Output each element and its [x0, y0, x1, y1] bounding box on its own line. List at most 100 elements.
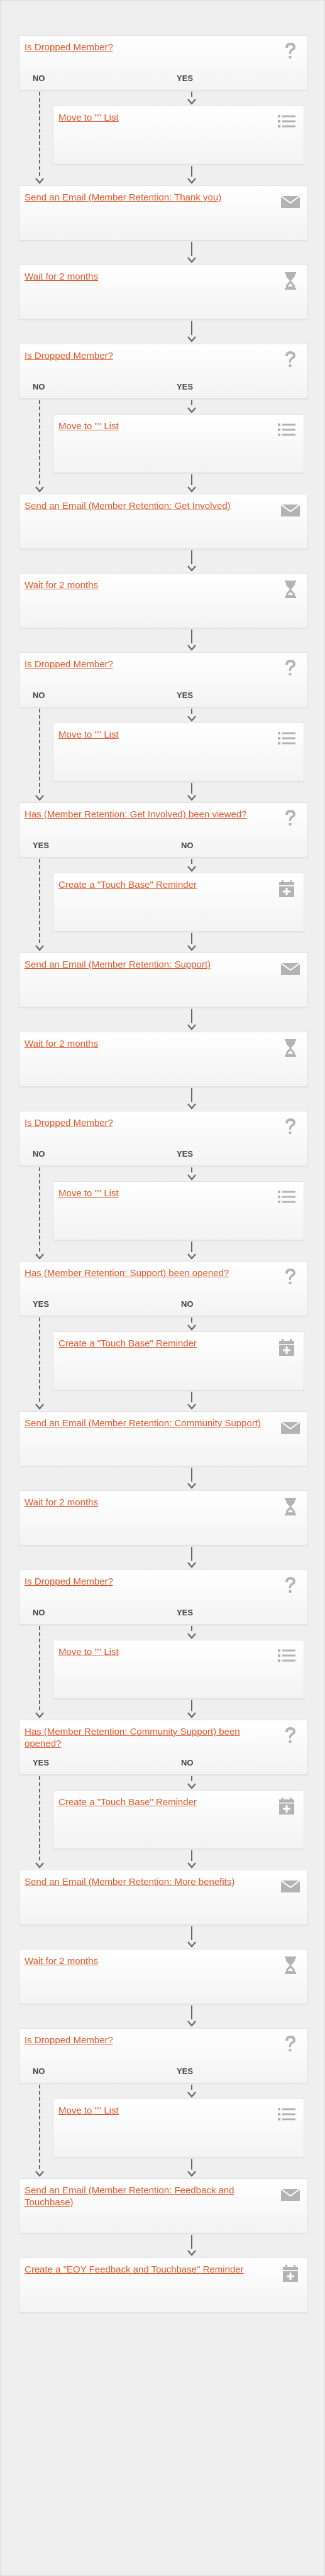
calendar-plus-icon [280, 2263, 301, 2284]
step-0-condition-card[interactable]: Is Dropped Member? [19, 35, 308, 90]
step-3-condition-link[interactable]: Is Dropped Member? [25, 351, 113, 361]
step-4-link[interactable]: Send an Email (Member Retention: Get Inv… [25, 501, 231, 511]
calendar-plus-icon [276, 1796, 297, 1817]
step-7-child-card[interactable]: Create a "Touch Base" Reminder [53, 873, 304, 932]
email-icon [280, 1417, 301, 1438]
list-icon [276, 728, 297, 750]
step-7-condition-link[interactable]: Has (Member Retention: Get Involved) bee… [25, 809, 247, 820]
question-icon [280, 349, 301, 371]
step-9-link[interactable]: Wait for 2 months [25, 1039, 98, 1049]
arrow-down-icon [187, 564, 196, 572]
step-3-condition-card[interactable]: Is Dropped Member? [19, 344, 308, 399]
step-7-condition-card[interactable]: Has (Member Retention: Get Involved) bee… [19, 802, 308, 858]
step-10-child-link[interactable]: Move to "" List [58, 1188, 119, 1199]
step-8-card[interactable]: Send an Email (Member Retention: Support… [19, 952, 308, 1008]
step-7-child-link[interactable]: Create a "Touch Base" Reminder [58, 880, 197, 890]
step-19-link[interactable]: Send an Email (Member Retention: Feedbac… [25, 2185, 234, 2208]
branch-label-no: NO [181, 1758, 194, 1767]
step-0-condition-link[interactable]: Is Dropped Member? [25, 42, 113, 53]
connector-line [191, 1167, 192, 1172]
arrow-down-icon [187, 943, 196, 951]
branch-label-no: NO [33, 1149, 45, 1159]
step-11-condition-card[interactable]: Has (Member Retention: Support) been ope… [19, 1261, 308, 1316]
step-1-link[interactable]: Send an Email (Member Retention: Thank y… [25, 192, 222, 203]
step-1-card[interactable]: Send an Email (Member Retention: Thank y… [19, 185, 308, 241]
branch-label-yes: YES [177, 382, 194, 391]
step-0-child-link[interactable]: Move to "" List [58, 112, 119, 123]
step-13-card[interactable]: Wait for 2 months [19, 1490, 308, 1546]
arrow-down-icon [35, 1402, 44, 1410]
step-20-link[interactable]: Create a "EOY Feedback and Touchbase" Re… [25, 2264, 244, 2275]
step-6-condition-link[interactable]: Is Dropped Member? [25, 659, 113, 670]
email-icon [280, 499, 301, 521]
step-6-child-card[interactable]: Move to "" List [53, 723, 304, 782]
branch-label-yes: YES [33, 1299, 50, 1309]
connector-line [191, 630, 192, 643]
connector-line [191, 1700, 192, 1711]
step-5-link[interactable]: Wait for 2 months [25, 580, 98, 591]
connector-line [191, 1626, 192, 1631]
step-15-child-link[interactable]: Create a "Touch Base" Reminder [58, 1797, 197, 1808]
arrow-down-icon [187, 334, 196, 342]
step-17-card[interactable]: Wait for 2 months [19, 1949, 308, 2004]
arrow-down-icon [187, 405, 196, 413]
step-10-condition-link[interactable]: Is Dropped Member? [25, 1118, 113, 1128]
question-icon [280, 1116, 301, 1138]
step-15-child-card[interactable]: Create a "Touch Base" Reminder [53, 1790, 304, 1849]
branch-label-no: NO [181, 841, 194, 850]
step-13-link[interactable]: Wait for 2 months [25, 1497, 98, 1508]
step-14-child-link[interactable]: Move to "" List [58, 1647, 119, 1657]
step-2-link[interactable]: Wait for 2 months [25, 271, 98, 282]
branch-label-no: NO [33, 382, 45, 391]
list-icon [276, 1645, 297, 1667]
connector-line [191, 321, 192, 335]
question-icon [280, 1725, 301, 1747]
dashed-connector [39, 1318, 40, 1402]
step-15-condition-card[interactable]: Has (Member Retention: Community Support… [19, 1720, 308, 1775]
step-12-card[interactable]: Send an Email (Member Retention: Communi… [19, 1411, 308, 1466]
step-6-condition-card[interactable]: Is Dropped Member? [19, 652, 308, 707]
step-15-condition-link[interactable]: Has (Member Retention: Community Support… [25, 1727, 240, 1749]
step-3-child-link[interactable]: Move to "" List [58, 421, 119, 432]
step-14-condition-card[interactable]: Is Dropped Member? [19, 1569, 308, 1625]
step-11-child-card[interactable]: Create a "Touch Base" Reminder [53, 1331, 304, 1390]
arrow-down-icon [187, 97, 196, 105]
step-14-condition-link[interactable]: Is Dropped Member? [25, 1576, 113, 1587]
question-icon [280, 2034, 301, 2055]
connector-line [191, 859, 192, 864]
dashed-connector [39, 92, 40, 176]
step-8-link[interactable]: Send an Email (Member Retention: Support… [25, 959, 211, 970]
step-5-card[interactable]: Wait for 2 months [19, 573, 308, 628]
step-16-card[interactable]: Send an Email (Member Retention: More be… [19, 1870, 308, 1925]
step-11-child-link[interactable]: Create a "Touch Base" Reminder [58, 1338, 197, 1349]
connector-line [191, 1776, 192, 1781]
arrow-down-icon [187, 2090, 196, 2098]
step-20-card[interactable]: Create a "EOY Feedback and Touchbase" Re… [19, 2257, 308, 2313]
step-18-condition-card[interactable]: Is Dropped Member? [19, 2028, 308, 2083]
step-4-card[interactable]: Send an Email (Member Retention: Get Inv… [19, 494, 308, 549]
hourglass-icon [280, 1037, 301, 1059]
step-17-link[interactable]: Wait for 2 months [25, 1956, 98, 1967]
step-12-link[interactable]: Send an Email (Member Retention: Communi… [25, 1418, 261, 1429]
step-16-link[interactable]: Send an Email (Member Retention: More be… [25, 1877, 235, 1887]
step-14-child-card[interactable]: Move to "" List [53, 1640, 304, 1699]
branch-label-yes: YES [33, 1758, 50, 1767]
step-0-child-card[interactable]: Move to "" List [53, 106, 304, 165]
step-10-child-card[interactable]: Move to "" List [53, 1181, 304, 1240]
step-18-child-card[interactable]: Move to "" List [53, 2098, 304, 2158]
arrow-down-icon [187, 1323, 196, 1331]
step-10-condition-card[interactable]: Is Dropped Member? [19, 1111, 308, 1166]
step-18-condition-link[interactable]: Is Dropped Member? [25, 2035, 113, 2046]
step-2-card[interactable]: Wait for 2 months [19, 265, 308, 320]
step-3-child-card[interactable]: Move to "" List [53, 414, 304, 473]
email-icon [280, 2184, 301, 2205]
step-6-child-link[interactable]: Move to "" List [58, 729, 119, 740]
arrow-down-icon [187, 1631, 196, 1639]
step-19-card[interactable]: Send an Email (Member Retention: Feedbac… [19, 2178, 308, 2234]
step-11-condition-link[interactable]: Has (Member Retention: Support) been ope… [25, 1268, 229, 1279]
step-18-child-link[interactable]: Move to "" List [58, 2105, 119, 2116]
step-9-card[interactable]: Wait for 2 months [19, 1032, 308, 1087]
hourglass-icon [280, 1955, 301, 1976]
connector-line [191, 1392, 192, 1402]
